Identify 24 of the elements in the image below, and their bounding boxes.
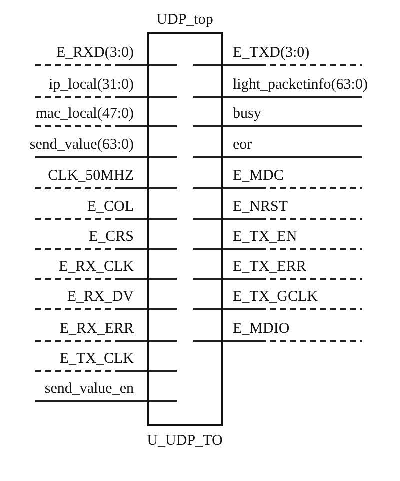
pin-name: E_RXD(3:0) bbox=[56, 44, 134, 62]
pin-name: E_MDIO bbox=[233, 320, 290, 338]
pin-name: busy bbox=[233, 105, 262, 123]
pin-name: eor bbox=[233, 136, 252, 154]
pin-name: send_value(63:0) bbox=[30, 136, 134, 154]
pin-name: E_COL bbox=[87, 198, 134, 216]
pin-name: E_TXD(3:0) bbox=[233, 44, 310, 62]
pin-name: E_RX_DV bbox=[67, 288, 134, 306]
pin-name: E_TX_ERR bbox=[233, 258, 306, 276]
pin-name: CLK_50MHZ bbox=[48, 167, 134, 185]
pin-name: send_value_en bbox=[44, 380, 134, 398]
pin-name: E_TX_GCLK bbox=[233, 288, 318, 306]
pin-name: E_NRST bbox=[233, 198, 288, 216]
pin-name: E_TX_EN bbox=[233, 228, 298, 246]
pin-name: E_MDC bbox=[233, 167, 284, 185]
pin-name: E_RX_CLK bbox=[59, 258, 134, 276]
pin-name: ip_local(31:0) bbox=[49, 76, 134, 94]
pin-name: E_CRS bbox=[88, 228, 134, 246]
module-name: UDP_top bbox=[156, 11, 214, 29]
instance-name: U_UDP_TO bbox=[147, 432, 223, 450]
pin-name: mac_local(47:0) bbox=[36, 105, 134, 123]
pin-name: E_RX_ERR bbox=[60, 320, 134, 338]
pin-name: E_TX_CLK bbox=[60, 350, 134, 368]
pin-name: light_packetinfo(63:0) bbox=[233, 76, 368, 94]
